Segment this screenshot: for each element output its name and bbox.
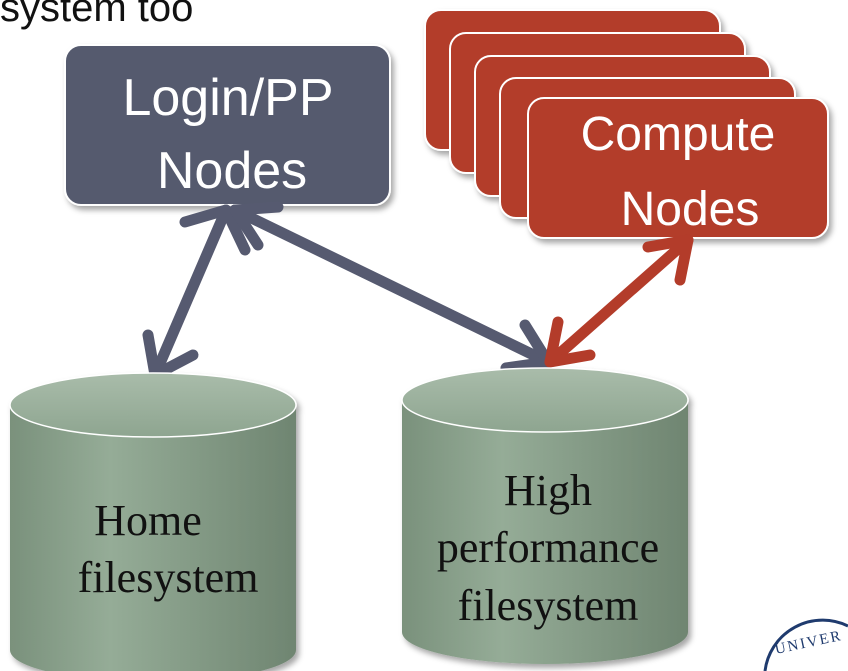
- hpfs-label-line2: performance: [437, 523, 659, 572]
- home-filesystem-label-line2: filesystem: [78, 553, 259, 602]
- arrow-login-home: [142, 204, 251, 381]
- compute-nodes-label-line2: Nodes: [621, 183, 760, 236]
- hpfs-label-line1: High: [504, 466, 592, 515]
- compute-nodes-stack: [424, 9, 829, 239]
- home-filesystem-label-line1: Home: [94, 496, 202, 545]
- login-pp-label-line2: Nodes: [157, 142, 307, 200]
- hpfs-cylinder: [401, 367, 689, 664]
- login-pp-label-line1: Login/PP: [122, 69, 333, 127]
- compute-nodes-label-line1: Compute: [581, 108, 776, 161]
- logo-text: UNIVER: [774, 628, 844, 658]
- hpfs-label-line3: filesystem: [458, 581, 639, 630]
- home-filesystem-cylinder: [9, 372, 297, 671]
- slide-title-fragment: system too: [0, 0, 194, 30]
- university-logo: UNIVER: [763, 618, 848, 671]
- arrow-login-hpfs: [229, 201, 554, 374]
- arrow-compute-hpfs: [544, 234, 694, 368]
